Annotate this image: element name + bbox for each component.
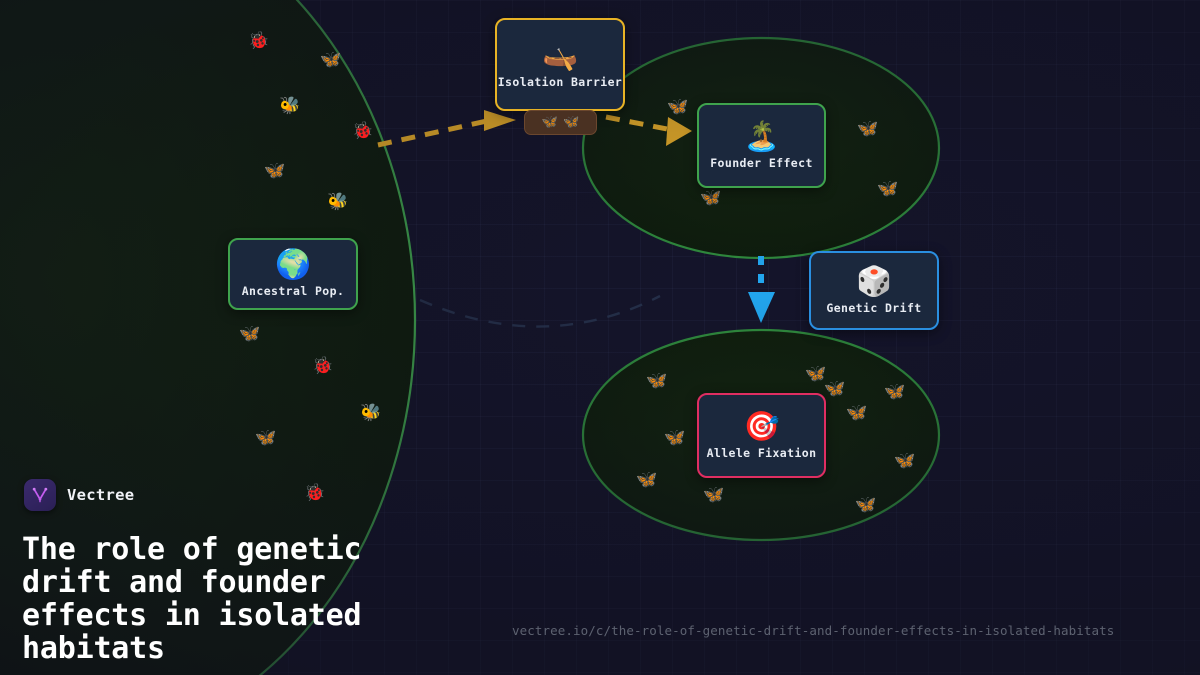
butterfly-icon: 🦋 xyxy=(846,403,868,423)
migrating-founders-pill[interactable]: 🦋 🦋 xyxy=(524,110,597,135)
butterfly-icon: 🦋 xyxy=(855,495,877,515)
butterfly-icon: 🦋 xyxy=(563,115,580,130)
brand-name: Vectree xyxy=(67,486,135,504)
butterfly-icon: 🦋 xyxy=(646,371,668,391)
ladybug-icon: 🐞 xyxy=(312,356,334,376)
target-dart-icon: 🎯 xyxy=(743,408,780,443)
bee-icon: 🐝 xyxy=(327,192,349,212)
page-title: The role of genetic drift and founder ef… xyxy=(22,532,362,667)
node-label: Ancestral Pop. xyxy=(241,284,345,298)
bee-icon: 🐝 xyxy=(360,403,382,423)
migration-edge-1 xyxy=(377,118,488,148)
game-die-icon: 🎲 xyxy=(855,263,893,298)
butterfly-icon: 🦋 xyxy=(884,382,906,402)
ladybug-icon: 🐞 xyxy=(248,31,270,51)
butterfly-icon: 🦋 xyxy=(894,451,916,471)
canoe-icon: 🛶 xyxy=(541,37,579,72)
butterfly-icon: 🦋 xyxy=(805,364,827,384)
node-allele-fixation[interactable]: 🎯 Allele Fixation xyxy=(697,393,826,478)
ladybug-icon: 🐞 xyxy=(352,121,374,141)
globe-earth-icon: 🌍 xyxy=(274,247,312,281)
node-label: Isolation Barrier xyxy=(497,74,623,89)
brand-lockup: Vectree xyxy=(24,479,134,511)
migration-edge-1-arrowhead xyxy=(484,110,516,131)
island-icon: 🏝️ xyxy=(743,118,780,153)
bee-icon: 🐝 xyxy=(279,96,301,116)
node-ancestral-population[interactable]: 🌍 Ancestral Pop. xyxy=(228,238,358,310)
butterfly-icon: 🦋 xyxy=(541,115,558,130)
node-label: Allele Fixation xyxy=(706,445,817,460)
node-isolation-barrier[interactable]: 🛶 Isolation Barrier xyxy=(495,18,625,111)
butterfly-icon: 🦋 xyxy=(824,379,846,399)
butterfly-icon: 🦋 xyxy=(700,188,722,208)
butterfly-icon: 🦋 xyxy=(664,428,686,448)
butterfly-icon: 🦋 xyxy=(264,161,286,181)
footer-url: vectree.io/c/the-role-of-genetic-drift-a… xyxy=(512,623,1115,638)
butterfly-icon: 🦋 xyxy=(636,470,658,490)
butterfly-icon: 🦋 xyxy=(667,97,689,117)
ghost-dispersal-curve xyxy=(419,294,661,328)
butterfly-icon: 🦋 xyxy=(239,324,261,344)
butterfly-icon: 🦋 xyxy=(857,119,879,139)
butterfly-icon: 🦋 xyxy=(703,485,725,505)
butterfly-icon: 🦋 xyxy=(877,179,899,199)
vectree-v-tree-icon xyxy=(24,479,56,511)
ladybug-icon: 🐞 xyxy=(304,483,326,503)
butterfly-icon: 🦋 xyxy=(255,428,277,448)
butterfly-icon: 🦋 xyxy=(320,50,342,70)
node-label: Founder Effect xyxy=(710,155,813,170)
node-genetic-drift[interactable]: 🎲 Genetic Drift xyxy=(809,251,939,330)
drift-edge-arrowhead xyxy=(748,292,775,323)
node-label: Genetic Drift xyxy=(826,300,922,315)
node-founder-effect[interactable]: 🏝️ Founder Effect xyxy=(697,103,826,188)
